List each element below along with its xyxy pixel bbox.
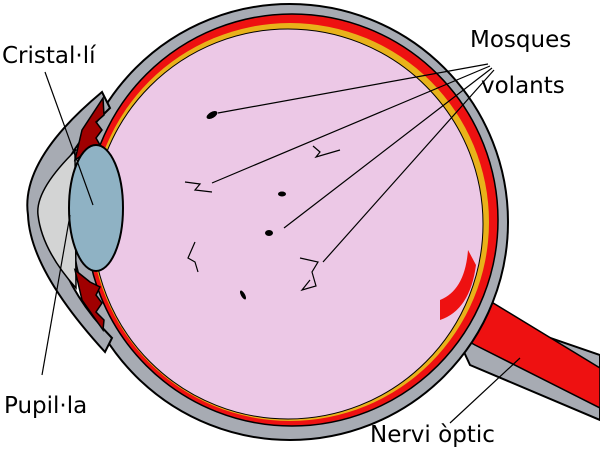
label-floaters-1: Mosques [470,27,571,53]
floater [206,111,218,119]
anterior-chamber [37,149,78,290]
leader-lines [41,63,521,424]
optic-disc [440,250,476,320]
floater [239,290,247,300]
floater [187,241,199,273]
label-lens: Cristal·lí [2,43,96,69]
floater [265,230,273,236]
floater [299,257,319,292]
floater [278,191,286,197]
floater [312,145,341,159]
label-optic-nerve: Nervi òptic [370,422,495,448]
lens [68,144,124,272]
vitreous-body [92,28,484,420]
iris-lower [73,268,105,333]
label-floaters-2: volants [481,73,565,99]
floater [184,181,213,193]
label-pupil: Pupil·la [4,393,87,419]
